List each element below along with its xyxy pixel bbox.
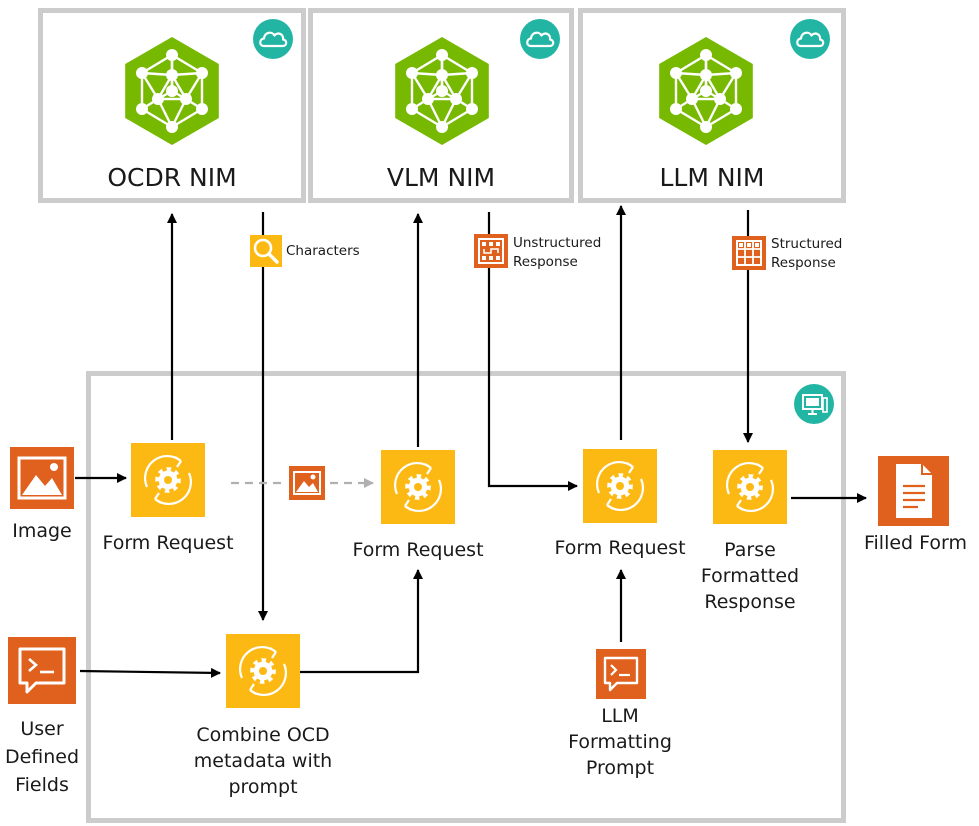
combine-label-line2: metadata with xyxy=(193,750,333,772)
image-icon xyxy=(289,466,325,500)
combine-label-line1: Combine OCD xyxy=(196,724,330,746)
form-request-1-label: Form Request xyxy=(102,532,234,554)
filled-form-node xyxy=(878,456,949,526)
image-label: Image xyxy=(12,520,72,542)
ocdr-nim-panel: OCDR NIM xyxy=(38,8,306,203)
user-fields-label-line3: Fields xyxy=(15,774,69,796)
structured-label-line2: Response xyxy=(771,255,836,271)
user-fields-label-line2: Defined xyxy=(4,746,80,768)
edge-userfields-to-combine xyxy=(79,667,221,678)
desktop-icon xyxy=(794,384,834,424)
user-fields-node xyxy=(8,637,76,704)
cloud-icon xyxy=(253,19,293,59)
cloud-icon xyxy=(520,19,560,59)
parse-label-line2: Formatted xyxy=(700,565,800,587)
image-input-node xyxy=(10,447,74,509)
user-fields-label-line1: User xyxy=(20,718,64,740)
magnifier-icon xyxy=(250,235,282,267)
gear-cycle-icon xyxy=(596,460,644,512)
edge-combine-to-form2 xyxy=(299,569,423,674)
neural-network-icon xyxy=(125,37,219,145)
terminal-icon xyxy=(603,656,639,692)
llm-prompt-label-line2: Formatting xyxy=(568,731,672,753)
characters-label: Characters xyxy=(286,243,360,259)
llm-nim-panel: LLM NIM xyxy=(578,8,846,203)
document-icon xyxy=(896,464,932,518)
combine-node xyxy=(226,634,300,708)
gear-cycle-icon xyxy=(144,454,192,506)
parse-label-line3: Response xyxy=(704,591,796,613)
nim-title: VLM NIM xyxy=(386,163,496,192)
nim-title: OCDR NIM xyxy=(107,163,237,192)
unstructured-label-line2: Response xyxy=(513,254,578,270)
form-request-1-node xyxy=(131,443,205,517)
gear-cycle-icon xyxy=(239,645,287,697)
neural-network-icon xyxy=(659,37,753,145)
gear-cycle-icon xyxy=(726,461,774,513)
llm-prompt-label-line3: Prompt xyxy=(585,757,655,779)
llm-prompt-node xyxy=(596,649,646,699)
filled-form-label: Filled Form xyxy=(863,532,968,554)
unstructured-label-line1: Unstructured xyxy=(513,235,602,251)
form-request-2-node xyxy=(381,450,455,524)
terminal-icon xyxy=(18,647,66,694)
local-workflow-panel xyxy=(86,371,846,823)
grid-icon xyxy=(732,236,766,270)
structured-label-line1: Structured xyxy=(771,236,843,252)
form-request-3-label: Form Request xyxy=(554,537,686,559)
nim-title: LLM NIM xyxy=(659,163,765,192)
cloud-icon xyxy=(790,19,830,59)
combine-label-line3: prompt xyxy=(228,776,298,798)
gear-cycle-icon xyxy=(394,461,442,513)
edge-vlm-to-form3 xyxy=(487,212,578,491)
form-request-2-label: Form Request xyxy=(352,539,484,561)
parse-label-line1: Parse xyxy=(724,539,776,561)
form-request-3-node xyxy=(583,449,657,523)
image-icon xyxy=(17,456,67,500)
neural-network-icon xyxy=(395,37,489,145)
vlm-nim-panel: VLM NIM xyxy=(308,8,574,203)
grid-icon xyxy=(474,234,508,268)
parse-node xyxy=(713,450,787,524)
llm-prompt-label-line1: LLM xyxy=(601,705,639,727)
